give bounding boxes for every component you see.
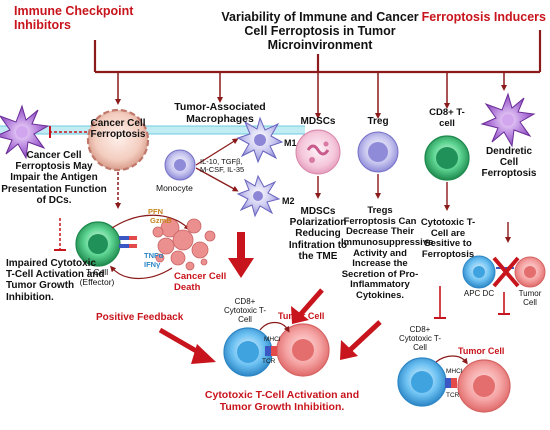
right-cd8-tcell — [397, 357, 447, 407]
mdsc-text: MDSCs Polarization Reducing Infitration … — [288, 206, 348, 262]
m2-label: M2 — [282, 196, 295, 206]
right-tumor-label: Tumor Cell — [458, 346, 505, 356]
marker-pfn: PFN — [148, 207, 163, 216]
m1-label: M1 — [284, 138, 297, 148]
blocked-x-mark — [492, 256, 520, 288]
impaired-activation-text: Impaired Cytotoxic T-Cell Activation and… — [6, 258, 105, 303]
treg-title: Treg — [367, 116, 389, 127]
treg-red-arrow-head — [340, 340, 358, 360]
cytokine-list: IL-10, TGFβ, M-CSF, IL-35 — [200, 157, 245, 175]
center-kill-arrow — [259, 321, 290, 333]
effector-tcell — [75, 221, 121, 267]
right-tcr-label: TCR — [446, 392, 460, 399]
mdsc-title: MDSCs — [300, 116, 336, 127]
cancer-cell-death-label: Cancer Cell Death — [174, 271, 227, 293]
mdsc-red-arrow — [298, 288, 324, 317]
marker-ifng: IFNγ — [144, 260, 161, 269]
down-arrow-shaft — [237, 232, 245, 260]
dc-title: Dendretic Cell Ferroptosis — [481, 146, 537, 180]
center-cd8-tcell — [223, 327, 273, 377]
treg-cell — [357, 131, 399, 173]
center-tumor-cell — [276, 323, 330, 377]
cd8-text: Cytotoxic T-Cell are Sesitive to Ferropt… — [420, 217, 476, 260]
cancer-cell-ferroptosis-cell — [86, 108, 150, 172]
tumor-cell-small — [514, 256, 546, 288]
right-tumor-cell — [457, 359, 511, 413]
treg-text: Tregs Ferroptosis Can Decrease Their Imm… — [341, 205, 434, 301]
cancer-ferroptosis-label: Cancer Cell Ferroptosis — [90, 118, 146, 141]
right-kill-arrow — [435, 355, 468, 365]
down-arrow-head — [228, 258, 254, 278]
marker-gzmb: GzmB — [150, 216, 172, 225]
immune-checkpoint-title: Immune Checkpoint Inhibitors — [14, 4, 134, 32]
center-tcr-label: TCR — [262, 358, 276, 365]
monocyte-label: Monocyte — [156, 183, 193, 193]
impair-text: Cancer Cell Ferroptosis May Impair the A… — [1, 150, 107, 206]
apc-dc-label: APC DC — [463, 289, 495, 298]
cancer-cell-death-cluster — [152, 218, 216, 271]
mdsc-cell — [295, 129, 341, 175]
treg-red-arrow — [348, 320, 382, 352]
left-dendritic-cell — [0, 104, 50, 160]
top-bracket — [93, 30, 542, 119]
dc-tumor-label: Tumor Cell — [518, 289, 542, 307]
center-mhc-tcr — [265, 346, 277, 356]
ferroptosis-inducers-title: Ferroptosis Inducers — [421, 10, 546, 24]
arrow-to-m2 — [195, 167, 239, 192]
apc-dc-cell — [462, 255, 496, 289]
center-tcell-label: CD8+ Cytotoxic T-Cell — [223, 297, 267, 324]
marker-tnfa: TNFα — [144, 251, 164, 260]
mdsc-red-arrow-head — [291, 306, 309, 324]
center-mhc-label: MHCI — [264, 336, 281, 343]
main-title: Variability of Immune and Cancer Cell Fe… — [221, 10, 419, 52]
cd8-title: CD8+ T-cell — [429, 107, 465, 129]
right-mhc-tcr — [445, 378, 457, 388]
positive-feedback-label: Positive Feedback — [96, 312, 184, 323]
positive-feedback-arrow-head — [191, 344, 216, 364]
arrow-to-m1 — [195, 138, 239, 166]
right-tcell-label: CD8+ Cytotoxic T-Cell — [398, 325, 442, 352]
right-mhc-label: MHCI — [446, 368, 463, 375]
tcell-receptors — [119, 236, 137, 248]
tcell-effector-label: T-Cell (Effector) — [79, 267, 115, 287]
tam-title: Tumor-Associated Macrophages — [174, 101, 266, 125]
cd8-tcell-top — [424, 135, 470, 181]
m1-macrophage — [236, 116, 284, 164]
right-dendritic-cell — [480, 92, 536, 148]
feedback-arc-bottom — [109, 265, 173, 279]
monocyte-cell — [164, 149, 196, 181]
feedback-arc-top — [111, 214, 191, 230]
bottom-conclusion: Cytotoxic T-Cell Activation and Tumor Gr… — [204, 389, 360, 413]
m2-macrophage — [236, 174, 281, 218]
center-tumor-label: Tumor Cell — [278, 311, 325, 321]
